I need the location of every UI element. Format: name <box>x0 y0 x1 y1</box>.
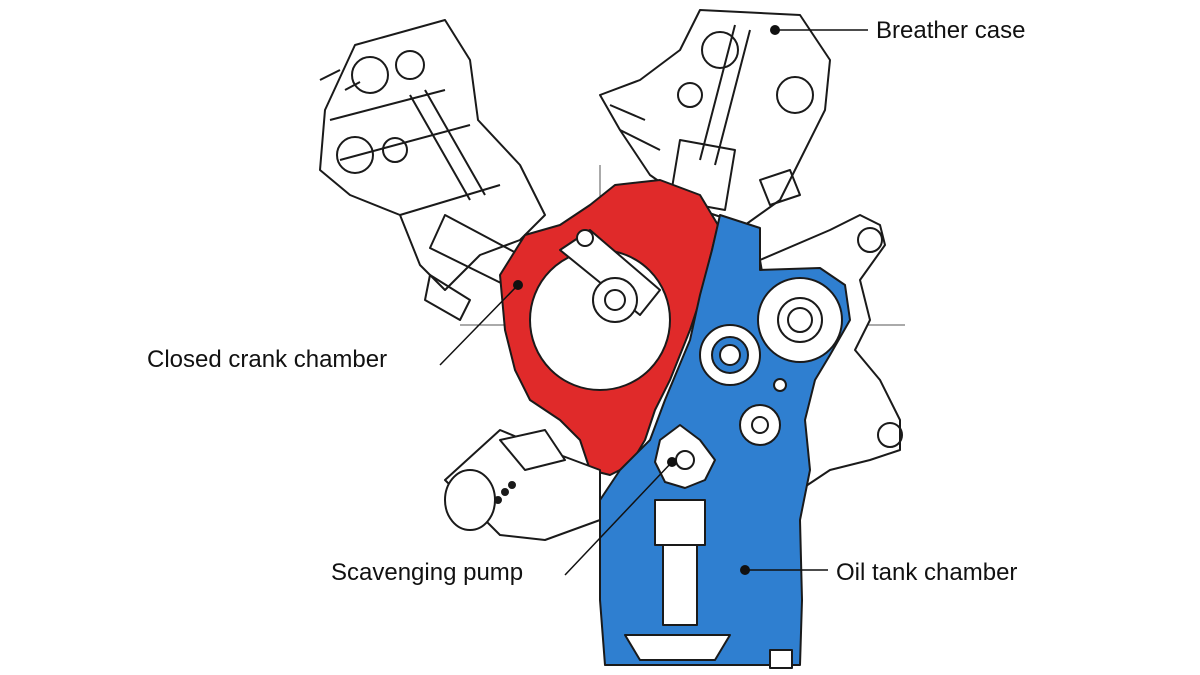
connecting-rod <box>559 229 661 323</box>
oil-tank-dot <box>740 565 750 575</box>
starter-motor <box>444 429 601 541</box>
scavenging-pump-rotor <box>654 424 716 489</box>
oil-tank-chamber-label: Oil tank chamber <box>836 559 1018 586</box>
scavenging-pump-label: Scavenging pump <box>331 559 524 586</box>
small-gear <box>739 404 781 446</box>
cam-drive-gear <box>757 277 843 363</box>
scavenging-pump-dot <box>667 457 677 467</box>
closed-crank-chamber-label: Closed crank chamber <box>147 346 388 373</box>
oil-strainer <box>624 499 731 661</box>
leader-dots <box>513 25 780 575</box>
crank-chamber-leader <box>439 284 519 366</box>
breather-case-label: Breather case <box>876 17 1026 44</box>
breather-case-dot <box>770 25 780 35</box>
scavenging-pump-leader <box>564 461 673 576</box>
small-bolt <box>773 378 787 392</box>
idler-gear <box>699 324 761 386</box>
drain-plug <box>769 649 793 669</box>
leader-lines <box>439 29 868 576</box>
crank-chamber-dot <box>513 280 523 290</box>
left-cylinder-bank <box>319 19 546 321</box>
